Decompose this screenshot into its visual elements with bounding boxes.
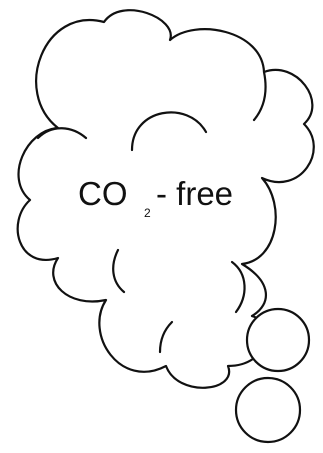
cloud-label-subscript: 2 (144, 206, 151, 220)
cloud-inner-arc-top (130, 111, 208, 152)
cloud-inner-arc-lower (158, 320, 174, 354)
cloud-inner-arc-bottom-right (230, 260, 246, 314)
cloud-inner-arc-left (36, 127, 88, 140)
cloud-outline (16, 9, 315, 389)
cloud-puff-middle (245, 307, 311, 373)
cloud-inner-arc-bottom-left (112, 248, 126, 294)
cloud-label-prefix: CO (78, 175, 128, 212)
cloud-puff-small (234, 376, 302, 444)
cloud-label-suffix: - free (156, 175, 233, 212)
cloud-inner-arc-right (252, 70, 267, 122)
